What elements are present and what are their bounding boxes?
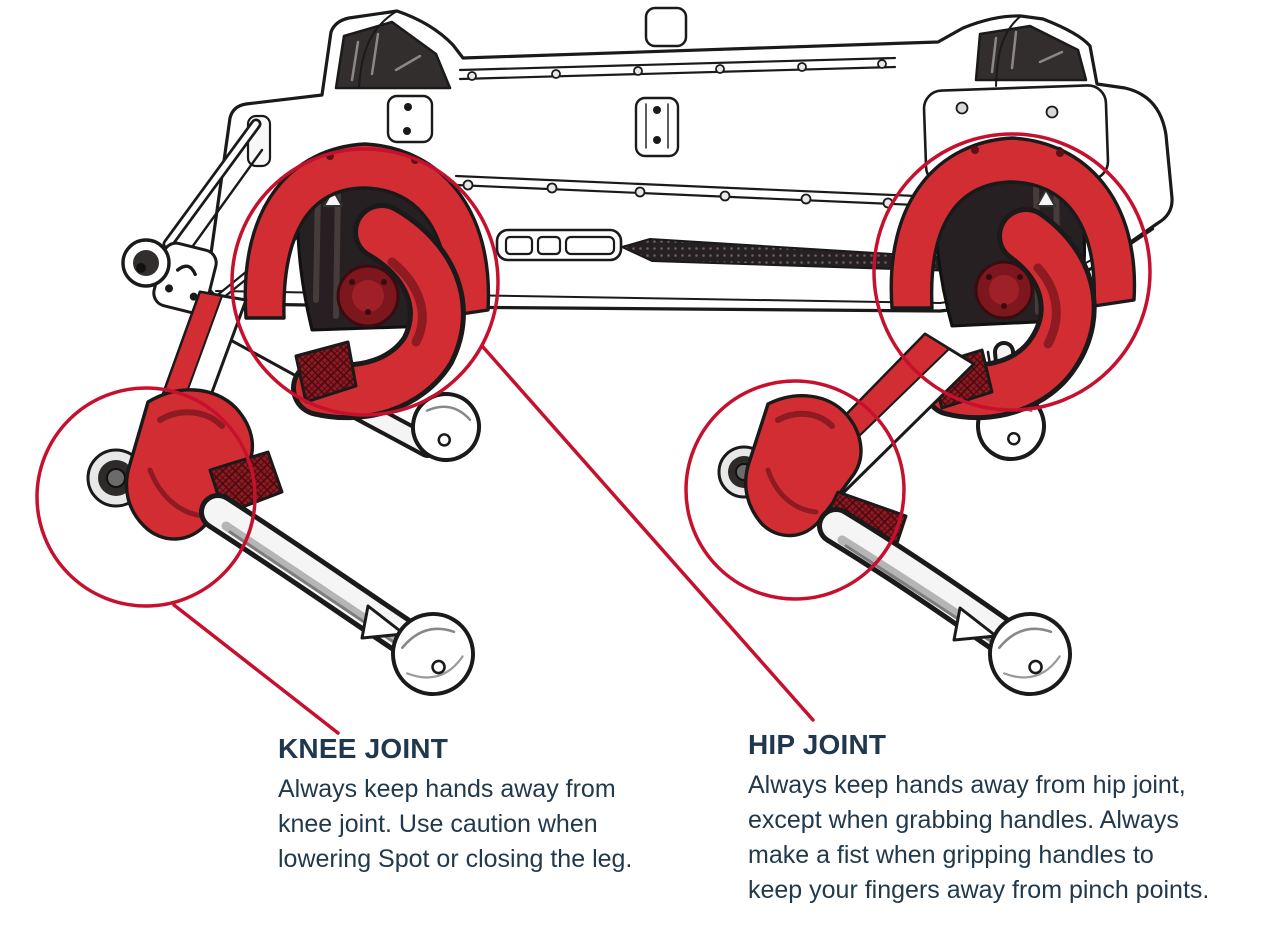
left-ankle-cutout — [360, 604, 406, 640]
hip-joint-callout: HIP JOINT Always keep hands away from hi… — [748, 729, 1209, 908]
panel-button-1 — [504, 235, 534, 256]
highlight-circle-right-hip — [872, 132, 1152, 412]
hip-joint-text-line: keep your fingers away from pinch points… — [748, 876, 1210, 904]
body-top-tab — [644, 6, 688, 48]
left-hip-joint — [243, 142, 491, 421]
hip-joint-heading: HIP JOINT — [748, 729, 887, 760]
right-hip-fender — [889, 136, 1137, 310]
annotation-overlay — [35, 132, 1152, 735]
left-hip-hatch — [294, 340, 358, 404]
mount-bracket-left — [386, 94, 434, 144]
leader-line-knee-joint — [172, 603, 340, 735]
knee-joint-text-line: lowering Spot or closing the leg. — [278, 845, 633, 873]
hip-joint-text-line: make a fist when gripping handles to — [748, 841, 1154, 869]
highlight-circle-left-knee — [35, 386, 257, 608]
hip-joint-text-line: Always keep hands away from hip joint, — [748, 771, 1186, 799]
panel-button-2 — [536, 235, 562, 256]
knee-joint-text-line: knee joint. Use caution when — [278, 810, 598, 838]
handle-knob — [121, 238, 171, 288]
knee-joint-heading: KNEE JOINT — [278, 733, 449, 764]
front-left-foot — [391, 612, 475, 696]
mount-bracket-center — [634, 96, 680, 158]
panel-button-3 — [564, 235, 616, 256]
front-right-leg — [717, 332, 1072, 696]
rear-left-foot — [411, 392, 481, 462]
highlight-circle-right-knee — [684, 379, 906, 601]
mid-rail — [454, 174, 918, 209]
button-panel — [495, 228, 623, 262]
top-rail — [458, 56, 897, 81]
right-ankle-cutout — [952, 606, 998, 642]
front-right-foot — [988, 612, 1072, 696]
hip-joint-text-line: except when grabbing handles. Always — [748, 806, 1179, 834]
warning-triangle-icon — [1036, 189, 1056, 207]
left-fin — [334, 10, 452, 90]
leader-line-hip-joint — [481, 345, 815, 722]
highlight-circle-left-hip — [230, 147, 500, 417]
right-fin — [974, 15, 1088, 87]
knee-joint-callout: KNEE JOINT Always keep hands away from k… — [278, 733, 632, 877]
knee-joint-text-line: Always keep hands away from — [278, 775, 616, 803]
